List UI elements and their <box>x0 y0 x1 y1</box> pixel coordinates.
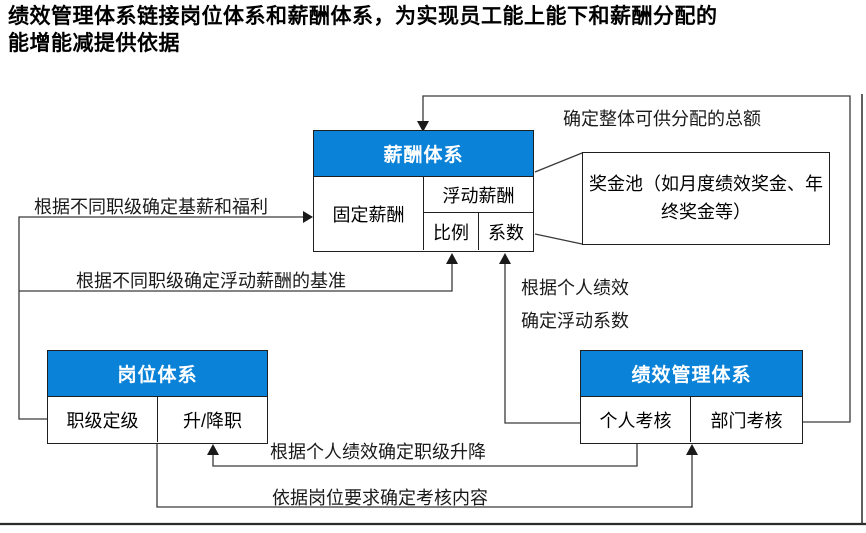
arrowhead-up-performance <box>686 444 698 455</box>
label-floating-base: 根据不同职级确定浮动薪酬的基准 <box>76 271 346 291</box>
arrowhead-down-compensation <box>417 121 429 132</box>
position-system-box: 岗位体系 职级定级 升/降职 <box>47 350 268 444</box>
position-system-header: 岗位体系 <box>48 351 267 397</box>
label-base-salary: 根据不同职级确定基薪和福利 <box>34 197 268 217</box>
connector-base-salary <box>18 216 305 420</box>
connector-grade-change <box>212 444 638 467</box>
page-title: 绩效管理体系链接岗位体系和薪酬体系，为实现员工能上能下和薪酬分配的能增能减提供依… <box>8 5 718 55</box>
arrowhead-up-coefficient <box>499 253 511 264</box>
connector-total-pool <box>422 95 851 423</box>
ratio-cell: 比例 <box>424 213 479 250</box>
promotion-demotion-cell: 升/降职 <box>182 410 242 431</box>
grade-setting-cell: 职级定级 <box>48 397 158 442</box>
compensation-system-header: 薪酬体系 <box>314 131 533 177</box>
department-assessment-cell: 部门考核 <box>710 410 783 431</box>
performance-system-header: 绩效管理体系 <box>581 351 802 397</box>
bonus-pool-label: 奖金池（如月度绩效奖金、年终奖金等） <box>589 173 823 222</box>
connector-bonus-bottom <box>534 233 583 245</box>
connector-floating-base <box>19 262 453 292</box>
compensation-system-box: 薪酬体系 固定薪酬 浮动薪酬 比例 系数 <box>313 130 534 252</box>
connector-assessment-content <box>156 444 693 508</box>
bonus-pool-box: 奖金池（如月度绩效奖金、年终奖金等） <box>582 152 830 245</box>
label-personal-perf-1: 根据个人绩效 <box>521 278 629 298</box>
fixed-salary-cell: 固定薪酬 <box>314 177 424 250</box>
label-assessment-content: 依据岗位要求确定考核内容 <box>272 488 488 508</box>
connector-personal-perf <box>504 262 580 424</box>
label-personal-perf-2: 确定浮动系数 <box>521 311 629 331</box>
coefficient-cell: 系数 <box>488 222 524 243</box>
label-grade-change: 根据个人绩效确定职级升降 <box>270 442 486 462</box>
connector-bonus-top <box>534 152 583 173</box>
arrowhead-up-promotion <box>207 444 219 455</box>
arrowhead-right-fixed <box>303 211 313 223</box>
floating-salary-cell: 浮动薪酬 <box>424 177 533 213</box>
label-total-pool: 确定整体可供分配的总额 <box>563 109 761 129</box>
individual-assessment-cell: 个人考核 <box>581 397 691 442</box>
arrowhead-up-ratio <box>446 253 458 264</box>
performance-system-box: 绩效管理体系 个人考核 部门考核 <box>580 350 803 444</box>
